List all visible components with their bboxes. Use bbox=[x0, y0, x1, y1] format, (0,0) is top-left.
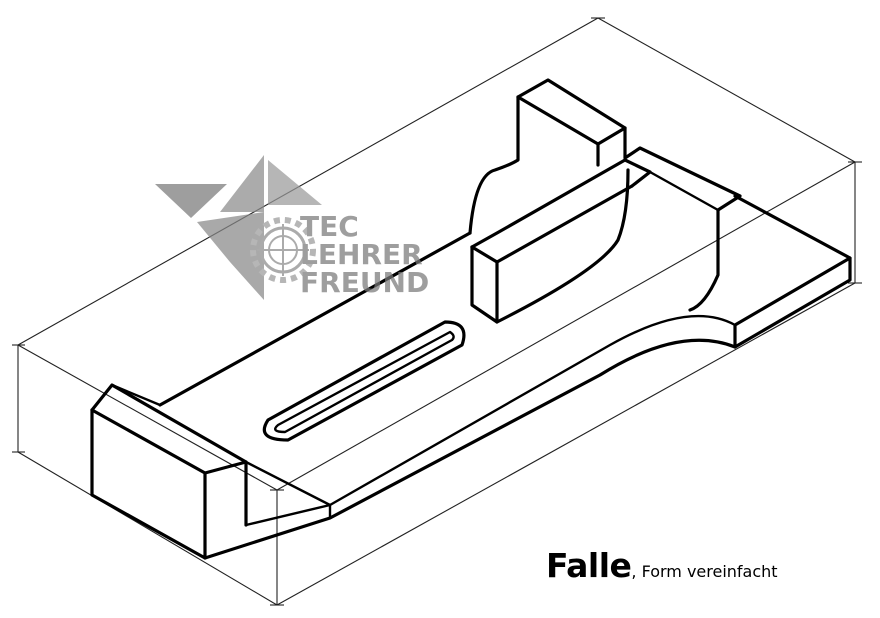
watermark-line-2: LEHRER bbox=[300, 238, 423, 271]
watermark-logo: TEC LEHRER FREUND bbox=[155, 155, 429, 300]
logo-triangle-top bbox=[220, 155, 264, 212]
logo-diamond bbox=[197, 212, 264, 300]
bounding-box-lines bbox=[12, 17, 862, 606]
logo-triangle-left bbox=[155, 184, 227, 218]
watermark-line-3: FREUND bbox=[300, 266, 429, 299]
caption: Falle, Form vereinfacht bbox=[546, 546, 778, 585]
part-outline bbox=[90, 78, 852, 560]
caption-title: Falle bbox=[546, 546, 632, 585]
gear-crosshair-icon bbox=[250, 217, 316, 283]
watermark-line-1: TEC bbox=[300, 210, 359, 243]
logo-triangle-right bbox=[268, 160, 322, 205]
caption-subtitle: , Form vereinfacht bbox=[631, 562, 778, 581]
